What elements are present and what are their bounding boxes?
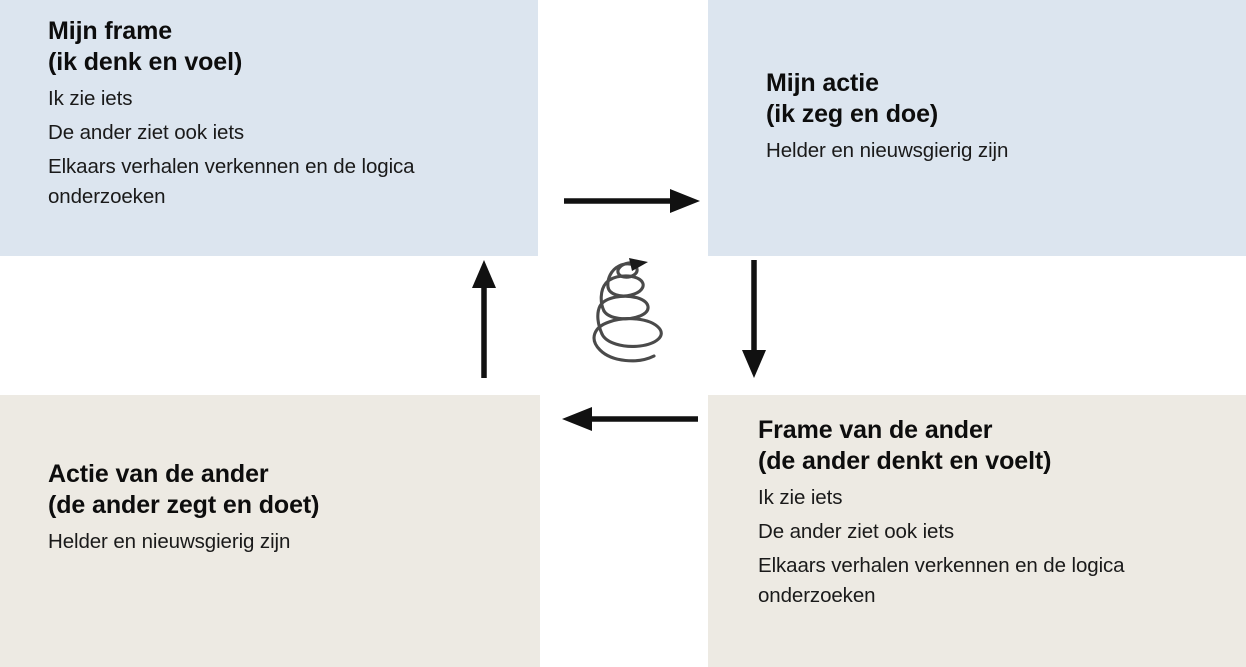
list-item: Elkaars verhalen verkennen en de logica … — [48, 155, 415, 209]
box-other-action-bullets: Helder en nieuwsgierig zijn — [48, 527, 516, 557]
box-other-action-title: Actie van de ander (de ander zegt en doe… — [48, 460, 320, 519]
box-my-action-bullets: Helder en nieuwsgierig zijn — [766, 136, 1222, 166]
list-item: Helder en nieuwsgierig zijn — [766, 139, 1009, 162]
box-other-action-content: Actie van de ander (de ander zegt en doe… — [48, 459, 516, 561]
box-my-frame-title: Mijn frame (ik denk en voel) — [48, 17, 243, 76]
box-my-action-title: Mijn actie (ik zeg en doe) — [766, 69, 939, 128]
box-my-action: Mijn actie (ik zeg en doe) Helder en nie… — [708, 0, 1246, 256]
box-my-frame: Mijn frame (ik denk en voel) Ik zie iets… — [0, 0, 538, 256]
box-my-frame-content: Mijn frame (ik denk en voel) Ik zie iets… — [48, 16, 514, 217]
arrow-up-icon — [462, 258, 506, 380]
box-my-frame-bullets: Ik zie iets De ander ziet ook iets Elkaa… — [48, 84, 514, 213]
list-item: Ik zie iets — [758, 486, 843, 509]
arrow-left-icon — [560, 398, 700, 440]
box-other-frame-content: Frame van de ander (de ander denkt en vo… — [758, 415, 1222, 616]
list-item: Ik zie iets — [48, 87, 133, 110]
list-item: De ander ziet ook iets — [48, 121, 245, 145]
box-other-frame: Frame van de ander (de ander denkt en vo… — [708, 395, 1246, 667]
box-other-frame-title: Frame van de ander (de ander denkt en vo… — [758, 416, 1052, 475]
box-my-action-content: Mijn actie (ik zeg en doe) Helder en nie… — [766, 68, 1222, 170]
list-item: Elkaars verhalen verkennen en de logica … — [758, 554, 1125, 608]
arrow-right-icon — [562, 180, 702, 222]
list-item: De ander ziet ook iets — [758, 520, 955, 544]
box-other-action: Actie van de ander (de ander zegt en doe… — [0, 395, 540, 667]
box-other-frame-bullets: Ik zie iets De ander ziet ook iets Elkaa… — [758, 483, 1222, 612]
upward-spiral-icon — [576, 238, 676, 374]
arrow-down-icon — [732, 258, 776, 380]
list-item: Helder en nieuwsgierig zijn — [48, 530, 291, 553]
